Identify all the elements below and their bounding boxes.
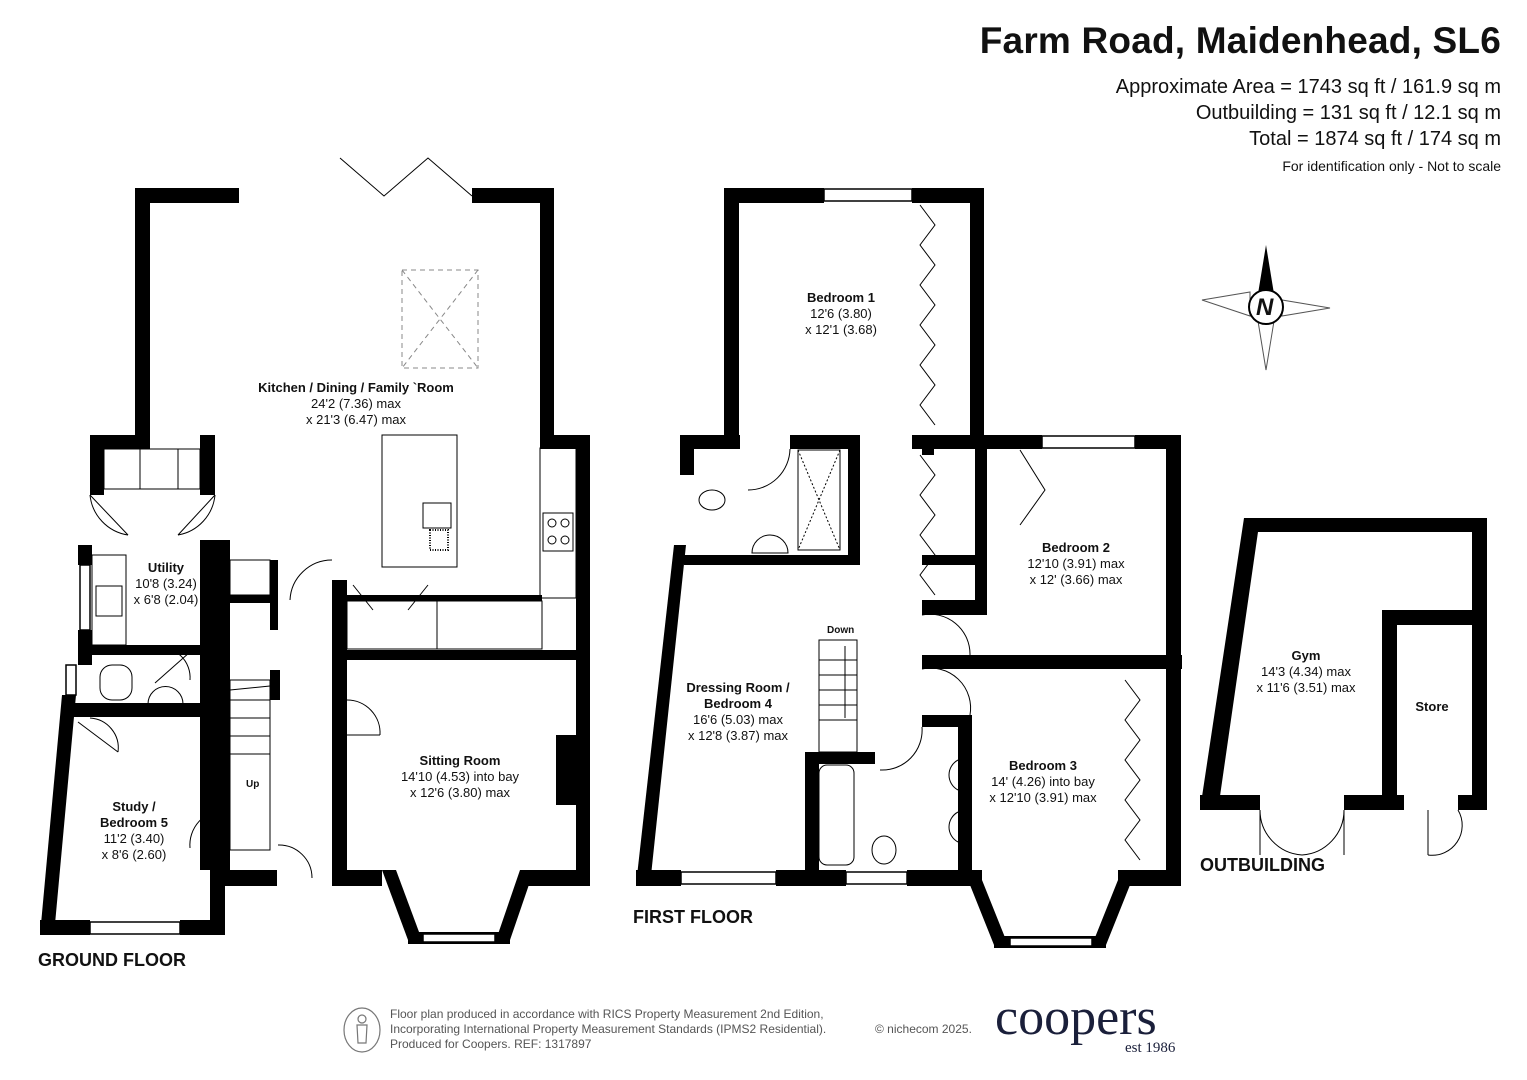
room-store: Store — [1415, 699, 1448, 715]
room-dimension: x 12'1 (3.68) — [805, 322, 877, 337]
room-name: Store — [1415, 699, 1449, 714]
room-name: Kitchen / Dining / Family `Room — [258, 380, 454, 395]
compass-north-label: N — [1256, 294, 1274, 321]
room-bedroom-3: Bedroom 3 14' (4.26) into bay x 12'10 (3… — [989, 758, 1096, 806]
room-dimension: x 8'6 (2.60) — [101, 847, 167, 862]
room-dimension: 14' (4.26) into bay — [991, 774, 1095, 789]
room-name: Gym — [1291, 648, 1321, 663]
room-dimension: x 12' (3.66) max — [1029, 572, 1123, 587]
room-utility: Utility 10'8 (3.24) x 6'8 (2.04) — [134, 560, 199, 608]
room-dimension: 12'10 (3.91) max — [1027, 556, 1125, 571]
floor-label-first: FIRST FLOOR — [633, 907, 753, 927]
room-name: Utility — [147, 560, 185, 575]
room-dimension: 10'8 (3.24) — [135, 576, 197, 591]
room-dimension: x 6'8 (2.04) — [133, 592, 199, 607]
room-dimension: 12'6 (3.80) — [810, 306, 872, 321]
stairs-down-label: Down — [827, 625, 855, 636]
footer-line: Incorporating International Property Mea… — [390, 1022, 827, 1036]
room-name: Bedroom 5 — [100, 815, 168, 830]
disclaimer: For identification only - Not to scale — [1282, 158, 1501, 174]
room-name: Study / — [112, 799, 156, 814]
copyright: © nichecom 2025. — [875, 1022, 972, 1036]
room-dimension: 16'6 (5.03) max — [693, 712, 783, 727]
room-dimension: 14'3 (4.34) max — [1261, 664, 1351, 679]
room-study: Study / Bedroom 5 11'2 (3.40) x 8'6 (2.6… — [100, 799, 168, 863]
room-sitting: Sitting Room 14'10 (4.53) into bay x 12'… — [401, 753, 519, 801]
room-gym: Gym 14'3 (4.34) max x 11'6 (3.51) max — [1256, 648, 1355, 696]
room-kitchen: Kitchen / Dining / Family `Room 24'2 (7.… — [258, 380, 454, 428]
room-bedroom-1: Bedroom 1 12'6 (3.80) x 12'1 (3.68) — [805, 290, 877, 338]
room-name: Bedroom 1 — [807, 290, 875, 305]
room-dimension: x 12'6 (3.80) max — [409, 785, 511, 800]
room-dimension: 14'10 (4.53) into bay — [400, 769, 520, 784]
brand-logo: coopers — [995, 989, 1157, 1046]
room-name: Bedroom 2 — [1042, 540, 1110, 555]
room-dimension: 11'2 (3.40) — [103, 831, 165, 846]
floor-label-ground: GROUND FLOOR — [38, 950, 186, 970]
room-dimension: x 11'6 (3.51) max — [1256, 680, 1356, 695]
room-bedroom-2: Bedroom 2 12'10 (3.91) max x 12' (3.66) … — [1027, 540, 1124, 588]
floor-label-outbuilding: OUTBUILDING — [1200, 855, 1325, 875]
person-icon — [343, 1007, 381, 1053]
total-area: Total = 1874 sq ft / 174 sq m — [1249, 128, 1501, 150]
stairs-up-label: Up — [246, 779, 260, 790]
room-name: Sitting Room — [419, 753, 501, 768]
north-compass-icon — [1201, 245, 1331, 371]
footer-note: Floor plan produced in accordance with R… — [390, 1007, 826, 1052]
room-dimension: x 21'3 (6.47) max — [305, 412, 407, 427]
footer-line: Produced for Coopers. REF: 1317897 — [390, 1037, 592, 1051]
property-title: Farm Road, Maidenhead, SL6 — [979, 20, 1501, 61]
footer-line: Floor plan produced in accordance with R… — [390, 1007, 824, 1021]
room-dressing: Dressing Room / Bedroom 4 16'6 (5.03) ma… — [686, 680, 789, 744]
room-name: Bedroom 3 — [1009, 758, 1077, 773]
room-dimension: x 12'8 (3.87) max — [687, 728, 789, 743]
outbuilding-area: Outbuilding = 131 sq ft / 12.1 sq m — [1195, 102, 1501, 124]
approximate-area: Approximate Area = 1743 sq ft / 161.9 sq… — [1115, 76, 1501, 98]
brand-tagline: est 1986 — [1125, 1040, 1176, 1056]
room-dimension: 24'2 (7.36) max — [311, 396, 401, 411]
room-dimension: x 12'10 (3.91) max — [989, 790, 1097, 805]
room-name: Bedroom 4 — [704, 696, 772, 711]
room-name: Dressing Room / — [686, 680, 790, 695]
